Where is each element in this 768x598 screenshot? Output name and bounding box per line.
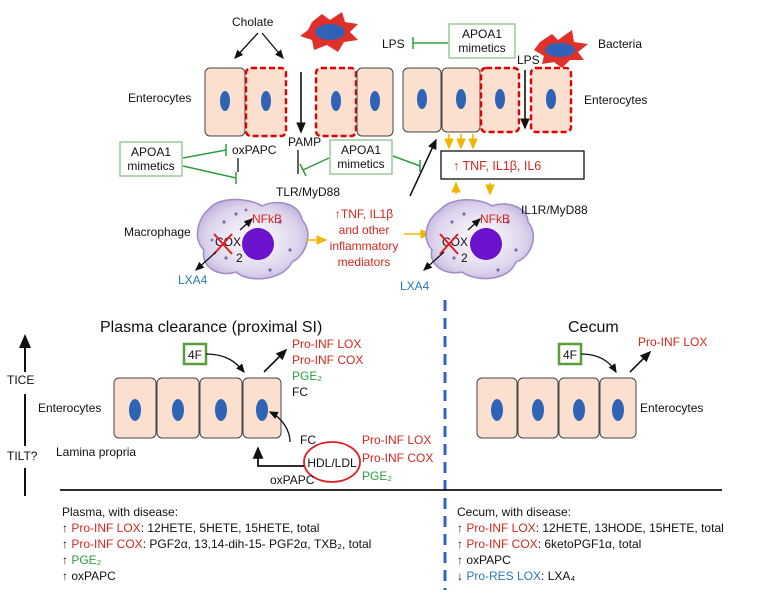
macrophage-to-enterocyte-arrow: [409, 138, 437, 197]
enterocyte-row-left: [204, 66, 394, 138]
oxpapc-bottom-label: oxPAPC: [270, 473, 315, 487]
hdl-ldl-ellipse: [303, 441, 361, 483]
product-3: PGE₂: [292, 369, 322, 383]
four-f-right: 4F: [563, 348, 577, 362]
inhibit-pamp: [302, 157, 330, 171]
lxa4-arrow-right: [423, 251, 445, 271]
product-4: FC: [292, 385, 308, 399]
cox2-right: 2: [461, 251, 468, 265]
four-f-arrow-right: [580, 353, 617, 374]
apoa1-box-middle: [329, 139, 393, 175]
enterocytes-bottom-left-label: Enterocytes: [38, 401, 101, 415]
fc-arrow: [268, 411, 291, 443]
apoa1-mid-line1: APOA1: [341, 143, 381, 157]
enterocytes-bottom-right-label: Enterocytes: [640, 401, 703, 415]
plasma-list: ↑ Pro-INF LOX: 12HETE, 5HETE, 15HETE, to…: [62, 521, 371, 583]
il1r-label: IL1R/MyD88: [521, 203, 588, 217]
cecum-row-2: ↑ Pro-INF COX: 6ketoPGF1α, total: [457, 537, 641, 551]
cecum-row-1: ↑ Pro-INF LOX: 12HETE, 13HODE, 15HETE, t…: [457, 521, 724, 535]
macrophage-left: [196, 198, 309, 280]
hdl-product-2: Pro-INF COX: [362, 451, 433, 465]
lamina-propria-label: Lamina propria: [56, 445, 136, 459]
nfkb-arrow-left: [239, 218, 253, 231]
lps-star-icon: [300, 12, 358, 52]
enterocyte-row-right: [402, 66, 573, 134]
cholate-label: Cholate: [232, 15, 274, 29]
cox2-left: 2: [236, 251, 243, 265]
cytokine-box: [440, 150, 585, 180]
mediators-line3: inflammatory: [330, 239, 399, 253]
apoa1-box-top: [448, 23, 516, 59]
enterocyte-row-bottom-right: [476, 377, 637, 439]
cox-block-right-icon: [439, 233, 459, 255]
enterocytes-right-label: Enterocytes: [584, 93, 647, 107]
lxa4-arrow-left: [195, 251, 217, 271]
apoa1-left-line1: APOA1: [131, 145, 171, 159]
apoa1-top-line2: mimetics: [458, 41, 505, 55]
mediators-line4: mediators: [338, 255, 391, 269]
inhibit-il1r: [392, 155, 421, 167]
cecum-title: Cecum: [568, 319, 619, 336]
plasma-row-3: ↑ PGE₂: [62, 553, 102, 567]
pamp-label: PAMP: [288, 135, 321, 149]
apoa1-box-left: [119, 141, 183, 177]
plasma-list-heading: Plasma, with disease:: [62, 505, 178, 519]
lps-label: LPS: [382, 37, 405, 51]
plasma-row-1: ↑ Pro-INF LOX: 12HETE, 5HETE, 15HETE, to…: [62, 521, 319, 535]
cholate-arrow-right: [261, 32, 284, 59]
cecum-list: ↑ Pro-INF LOX: 12HETE, 13HODE, 15HETE, t…: [457, 521, 724, 583]
apoa1-top-line1: APOA1: [462, 27, 502, 41]
lxa4-right: LXA4: [400, 279, 430, 293]
enterocytes-left-label: Enterocytes: [128, 91, 191, 105]
cecum-row-4: ↓ Pro-RES LOX: LXA₄: [457, 569, 575, 583]
fc-label: FC: [300, 433, 316, 447]
cholate-arrow-left: [234, 32, 259, 59]
cecum-product: Pro-INF LOX: [638, 335, 707, 349]
products-arrow-left: [263, 348, 288, 373]
hdl-to-cells-arrow: [252, 446, 304, 467]
mediators-line1: ↑TNF, IL1β: [335, 207, 393, 221]
apoa1-left-line2: mimetics: [127, 159, 174, 173]
plasma-row-4: ↑ oxPAPC: [62, 569, 116, 583]
hdl-product-3: PGE₂: [362, 469, 392, 483]
enterocyte-row-bottom-left: [113, 377, 282, 439]
hdl-product-1: Pro-INF LOX: [362, 433, 431, 447]
nfkb-left: NFkB: [252, 212, 282, 226]
nfkb-arrow-right: [467, 218, 481, 231]
macrophage-label: Macrophage: [124, 225, 191, 239]
mediators-line2: and other: [339, 223, 390, 237]
oxpapc-label: oxPAPC: [232, 143, 277, 157]
cox-block-left-icon: [213, 233, 233, 255]
nfkb-right: NFkB: [480, 212, 510, 226]
product-2: Pro-INF COX: [292, 353, 363, 367]
inhibit-oxpapc: [182, 149, 227, 159]
cecum-row-3: ↑ oxPAPC: [457, 553, 511, 567]
four-f-left: 4F: [188, 348, 202, 362]
tice-label: TICE: [7, 373, 34, 387]
tlr-label: TLR/MyD88: [276, 185, 340, 199]
bacteria-star-icon: [534, 30, 588, 68]
product-1: Pro-INF LOX: [292, 337, 361, 351]
hdl-ldl-label: HDL/LDL: [307, 456, 357, 470]
macrophage-right: [425, 199, 534, 280]
lxa4-left: LXA4: [178, 273, 208, 287]
tilt-label: TILT?: [7, 449, 38, 463]
four-f-arrow-left: [205, 353, 245, 374]
inhibit-tlr-left: [182, 165, 237, 179]
lps-label-2: LPS: [517, 53, 540, 67]
plasma-clearance-title: Plasma clearance (proximal SI): [100, 319, 322, 336]
cecum-list-heading: Cecum, with disease:: [457, 505, 571, 519]
products-arrow-right: [629, 350, 652, 373]
apoa1-mid-line2: mimetics: [337, 157, 384, 171]
cytokine-text: ↑ TNF, IL1β, IL6: [453, 159, 541, 173]
bacteria-label: Bacteria: [598, 37, 642, 51]
plasma-row-2: ↑ Pro-INF COX: PGF2α, 13,14-dih-15- PGF2…: [62, 537, 371, 551]
